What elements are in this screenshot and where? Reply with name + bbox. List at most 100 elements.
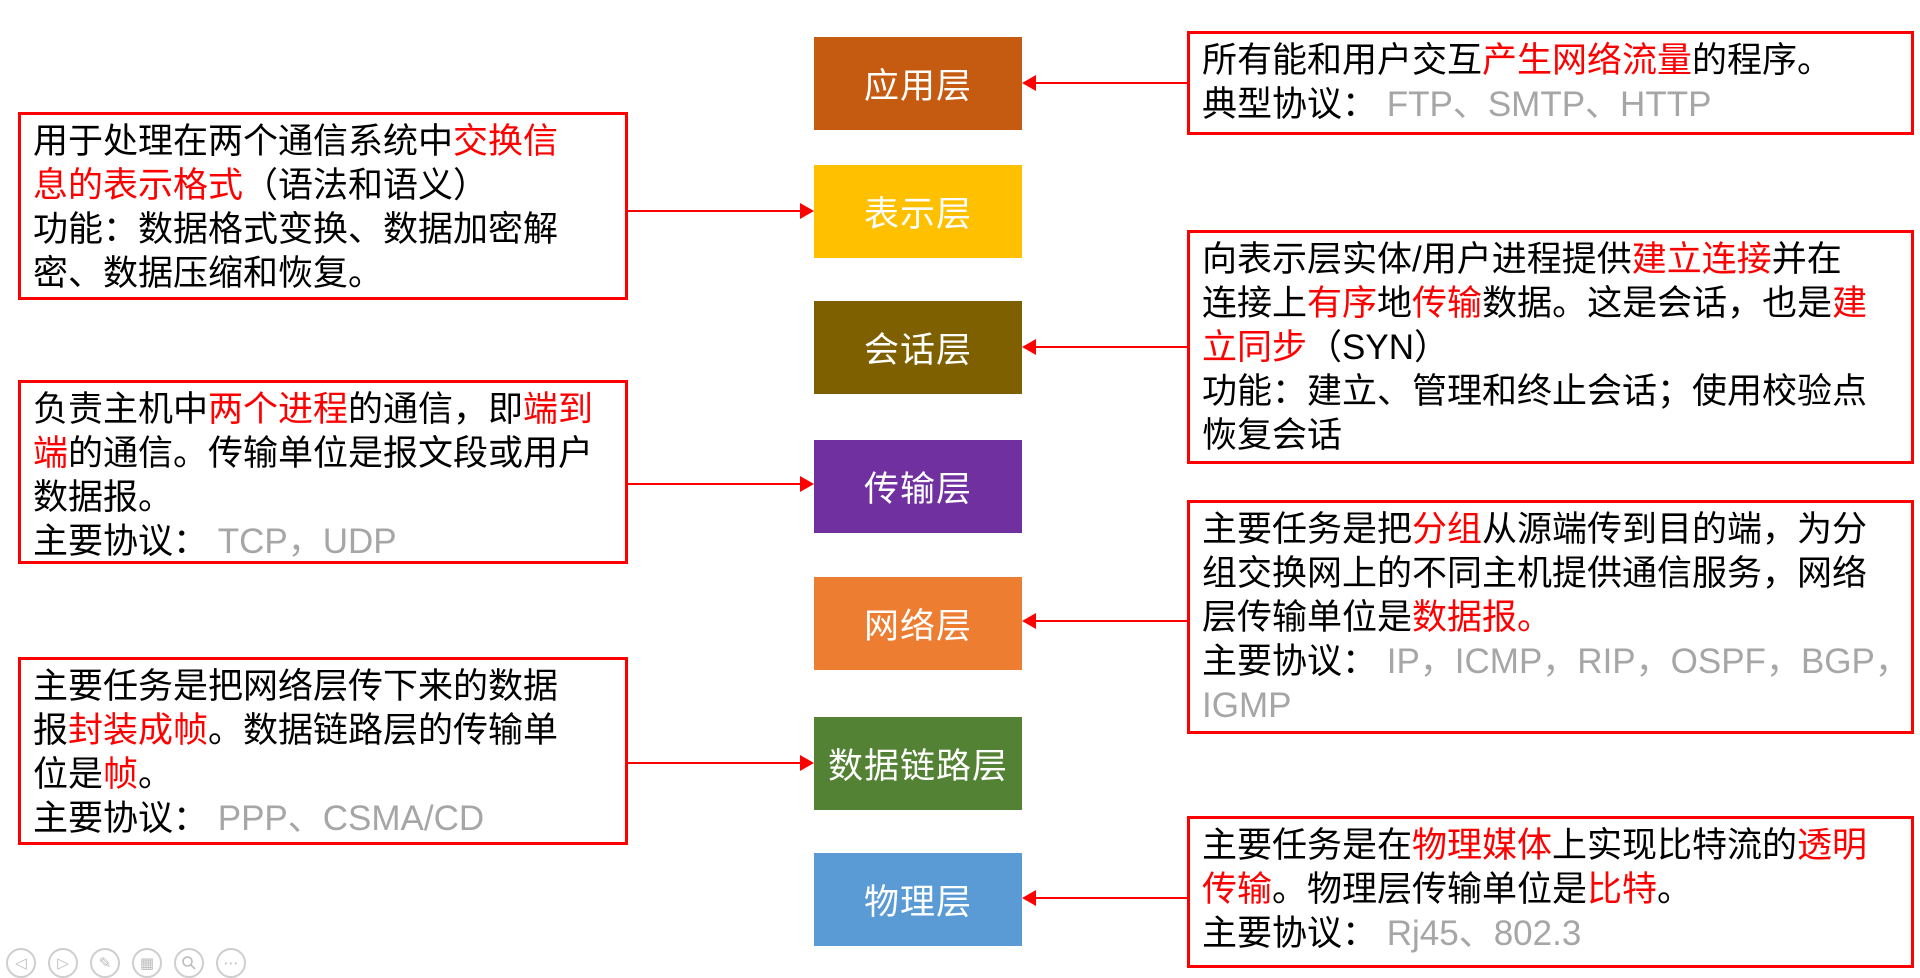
text-line: 向表示层实体/用户进程提供建立连接并在 [1202, 238, 1899, 282]
text-segment: 并在 [1771, 240, 1842, 279]
text-segment: 主要协议： [33, 799, 218, 838]
text-segment: 。物理层传输单位是 [1272, 870, 1588, 909]
text-segment: 用于处理在两个通信系统中 [33, 122, 454, 161]
highlight-text: 建立连接 [1631, 240, 1772, 279]
text-segment: 功能：建立、管理和终止会话；使用校验点 [1202, 372, 1868, 411]
text-segment: 的通信，即 [348, 390, 524, 429]
text-line: 端的通信。传输单位是报文段或用户 [33, 432, 613, 476]
layer-box-transport: 传输层 [814, 440, 1022, 533]
text-segment: 组交换网上的不同主机提供通信服务，网络 [1202, 554, 1868, 593]
grid-icon: ▦ [139, 954, 155, 972]
arrow-physical-layer [1022, 890, 1187, 906]
text-line: 位是帧。 [33, 753, 613, 797]
text-segment: （SYN） [1307, 328, 1449, 367]
text-line: 典型协议： FTP、SMTP、HTTP [1202, 83, 1899, 127]
text-line: 主要任务是在物理媒体上实现比特流的透明 [1202, 824, 1899, 868]
arrowhead-right-icon [800, 476, 814, 492]
highlight-text: 端到 [523, 390, 594, 429]
text-segment: 。数据链路层的传输单 [208, 711, 559, 750]
annotation-application-layer: 所有能和用户交互产生网络流量的程序。典型协议： FTP、SMTP、HTTP [1187, 31, 1914, 135]
arrow-data-link-layer [628, 755, 814, 771]
text-line: 层传输单位是数据报。 [1202, 596, 1899, 640]
pen-tool-button[interactable]: ✎ [90, 948, 120, 978]
layer-label: 表示层 [863, 195, 972, 234]
previous-slide-button[interactable]: ◁ [6, 948, 36, 978]
arrowhead-left-icon [1022, 613, 1036, 629]
highlight-text: 交换信 [453, 122, 559, 161]
text-segment: 。 [1657, 870, 1693, 909]
text-line: 主要协议： IP，ICMP，RIP，OSPF，BGP， [1202, 640, 1910, 684]
text-line: 传输。物理层传输单位是比特。 [1202, 868, 1899, 912]
see-all-slides-button[interactable]: ▦ [132, 948, 162, 978]
layer-label: 网络层 [863, 607, 972, 646]
layer-box-application: 应用层 [814, 37, 1022, 130]
text-line: 主要协议： Rj45、802.3 [1202, 912, 1899, 956]
chevron-left-icon: ◁ [15, 954, 27, 972]
annotation-transport-layer: 负责主机中两个进程的通信，即端到端的通信。传输单位是报文段或用户数据报。主要协议… [18, 380, 628, 564]
highlight-text: 端 [33, 434, 69, 473]
text-segment: （语法和语义） [243, 166, 489, 205]
annotation-network-layer: 主要任务是把分组从源端传到目的端，为分组交换网上的不同主机提供通信服务，网络层传… [1187, 500, 1914, 734]
protocol-text: PPP、CSMA/CD [217, 799, 485, 838]
text-segment: 层传输单位是 [1202, 598, 1413, 637]
text-segment: 。 [138, 755, 174, 794]
text-segment: 负责主机中 [33, 390, 209, 429]
highlight-text: 比特 [1587, 870, 1658, 909]
text-line: 组交换网上的不同主机提供通信服务，网络 [1202, 552, 1899, 596]
text-segment: 功能：数据格式变换、数据加密解 [33, 210, 559, 249]
protocol-text: IGMP [1202, 686, 1292, 725]
text-segment: 主要任务是把 [1202, 510, 1413, 549]
more-options-button[interactable]: ⋯ [216, 948, 246, 978]
protocol-text: FTP、SMTP、HTTP [1386, 85, 1712, 124]
layer-label: 传输层 [863, 470, 972, 509]
protocol-text: TCP，UDP [217, 522, 397, 561]
annotation-presentation-layer: 用于处理在两个通信系统中交换信息的表示格式（语法和语义）功能：数据格式变换、数据… [18, 112, 628, 300]
highlight-text: 传输 [1202, 870, 1273, 909]
layer-label: 会话层 [863, 331, 972, 370]
arrow-presentation-layer [628, 203, 814, 219]
highlight-text: 产生网络流量 [1482, 41, 1693, 80]
highlight-text: 数据报。 [1412, 598, 1553, 637]
text-line: 主要协议： TCP，UDP [33, 520, 613, 564]
text-segment: 主要任务是在 [1202, 826, 1413, 865]
text-line: 用于处理在两个通信系统中交换信 [33, 120, 613, 164]
arrow-transport-layer [628, 476, 814, 492]
text-segment: 典型协议： [1202, 85, 1387, 124]
ellipsis-icon: ⋯ [223, 954, 239, 972]
annotation-data-link-layer: 主要任务是把网络层传下来的数据报封装成帧。数据链路层的传输单位是帧。主要协议： … [18, 657, 628, 845]
text-segment: 的通信。传输单位是报文段或用户 [68, 434, 594, 473]
text-line: 所有能和用户交互产生网络流量的程序。 [1202, 39, 1899, 83]
text-segment: 地 [1377, 284, 1413, 323]
highlight-text: 传输 [1412, 284, 1483, 323]
text-line: 密、数据压缩和恢复。 [33, 252, 613, 296]
text-segment: 从源端传到目的端，为分 [1482, 510, 1868, 549]
text-segment: 主要协议： [33, 522, 218, 561]
text-segment: 向表示层实体/用户进程提供 [1202, 240, 1632, 279]
text-line: 连接上有序地传输数据。这是会话，也是建 [1202, 282, 1899, 326]
layer-label: 应用层 [863, 67, 972, 106]
layer-label: 数据链路层 [827, 747, 1008, 786]
text-segment: 所有能和用户交互 [1202, 41, 1483, 80]
text-line: 主要任务是把分组从源端传到目的端，为分 [1202, 508, 1899, 552]
next-slide-button[interactable]: ▷ [48, 948, 78, 978]
text-line: 功能：建立、管理和终止会话；使用校验点 [1202, 370, 1899, 414]
arrowhead-right-icon [800, 755, 814, 771]
highlight-text: 息的表示格式 [33, 166, 244, 205]
text-line: 功能：数据格式变换、数据加密解 [33, 208, 613, 252]
layer-box-presentation: 表示层 [814, 165, 1022, 258]
layer-box-network: 网络层 [814, 577, 1022, 670]
text-segment: 位是 [33, 755, 104, 794]
text-line: 主要协议： PPP、CSMA/CD [33, 797, 613, 841]
highlight-text: 分组 [1412, 510, 1483, 549]
layer-box-physical: 物理层 [814, 853, 1022, 946]
text-segment: 报 [33, 711, 69, 750]
text-segment: 主要协议： [1202, 914, 1387, 953]
chevron-right-icon: ▷ [57, 954, 69, 972]
text-line: 恢复会话 [1202, 414, 1899, 458]
annotation-physical-layer: 主要任务是在物理媒体上实现比特流的透明传输。物理层传输单位是比特。主要协议： R… [1187, 816, 1914, 968]
text-line: 主要任务是把网络层传下来的数据 [33, 665, 613, 709]
text-line: IGMP [1202, 684, 1899, 728]
layer-label: 物理层 [863, 883, 972, 922]
zoom-slide-button[interactable] [174, 948, 204, 978]
